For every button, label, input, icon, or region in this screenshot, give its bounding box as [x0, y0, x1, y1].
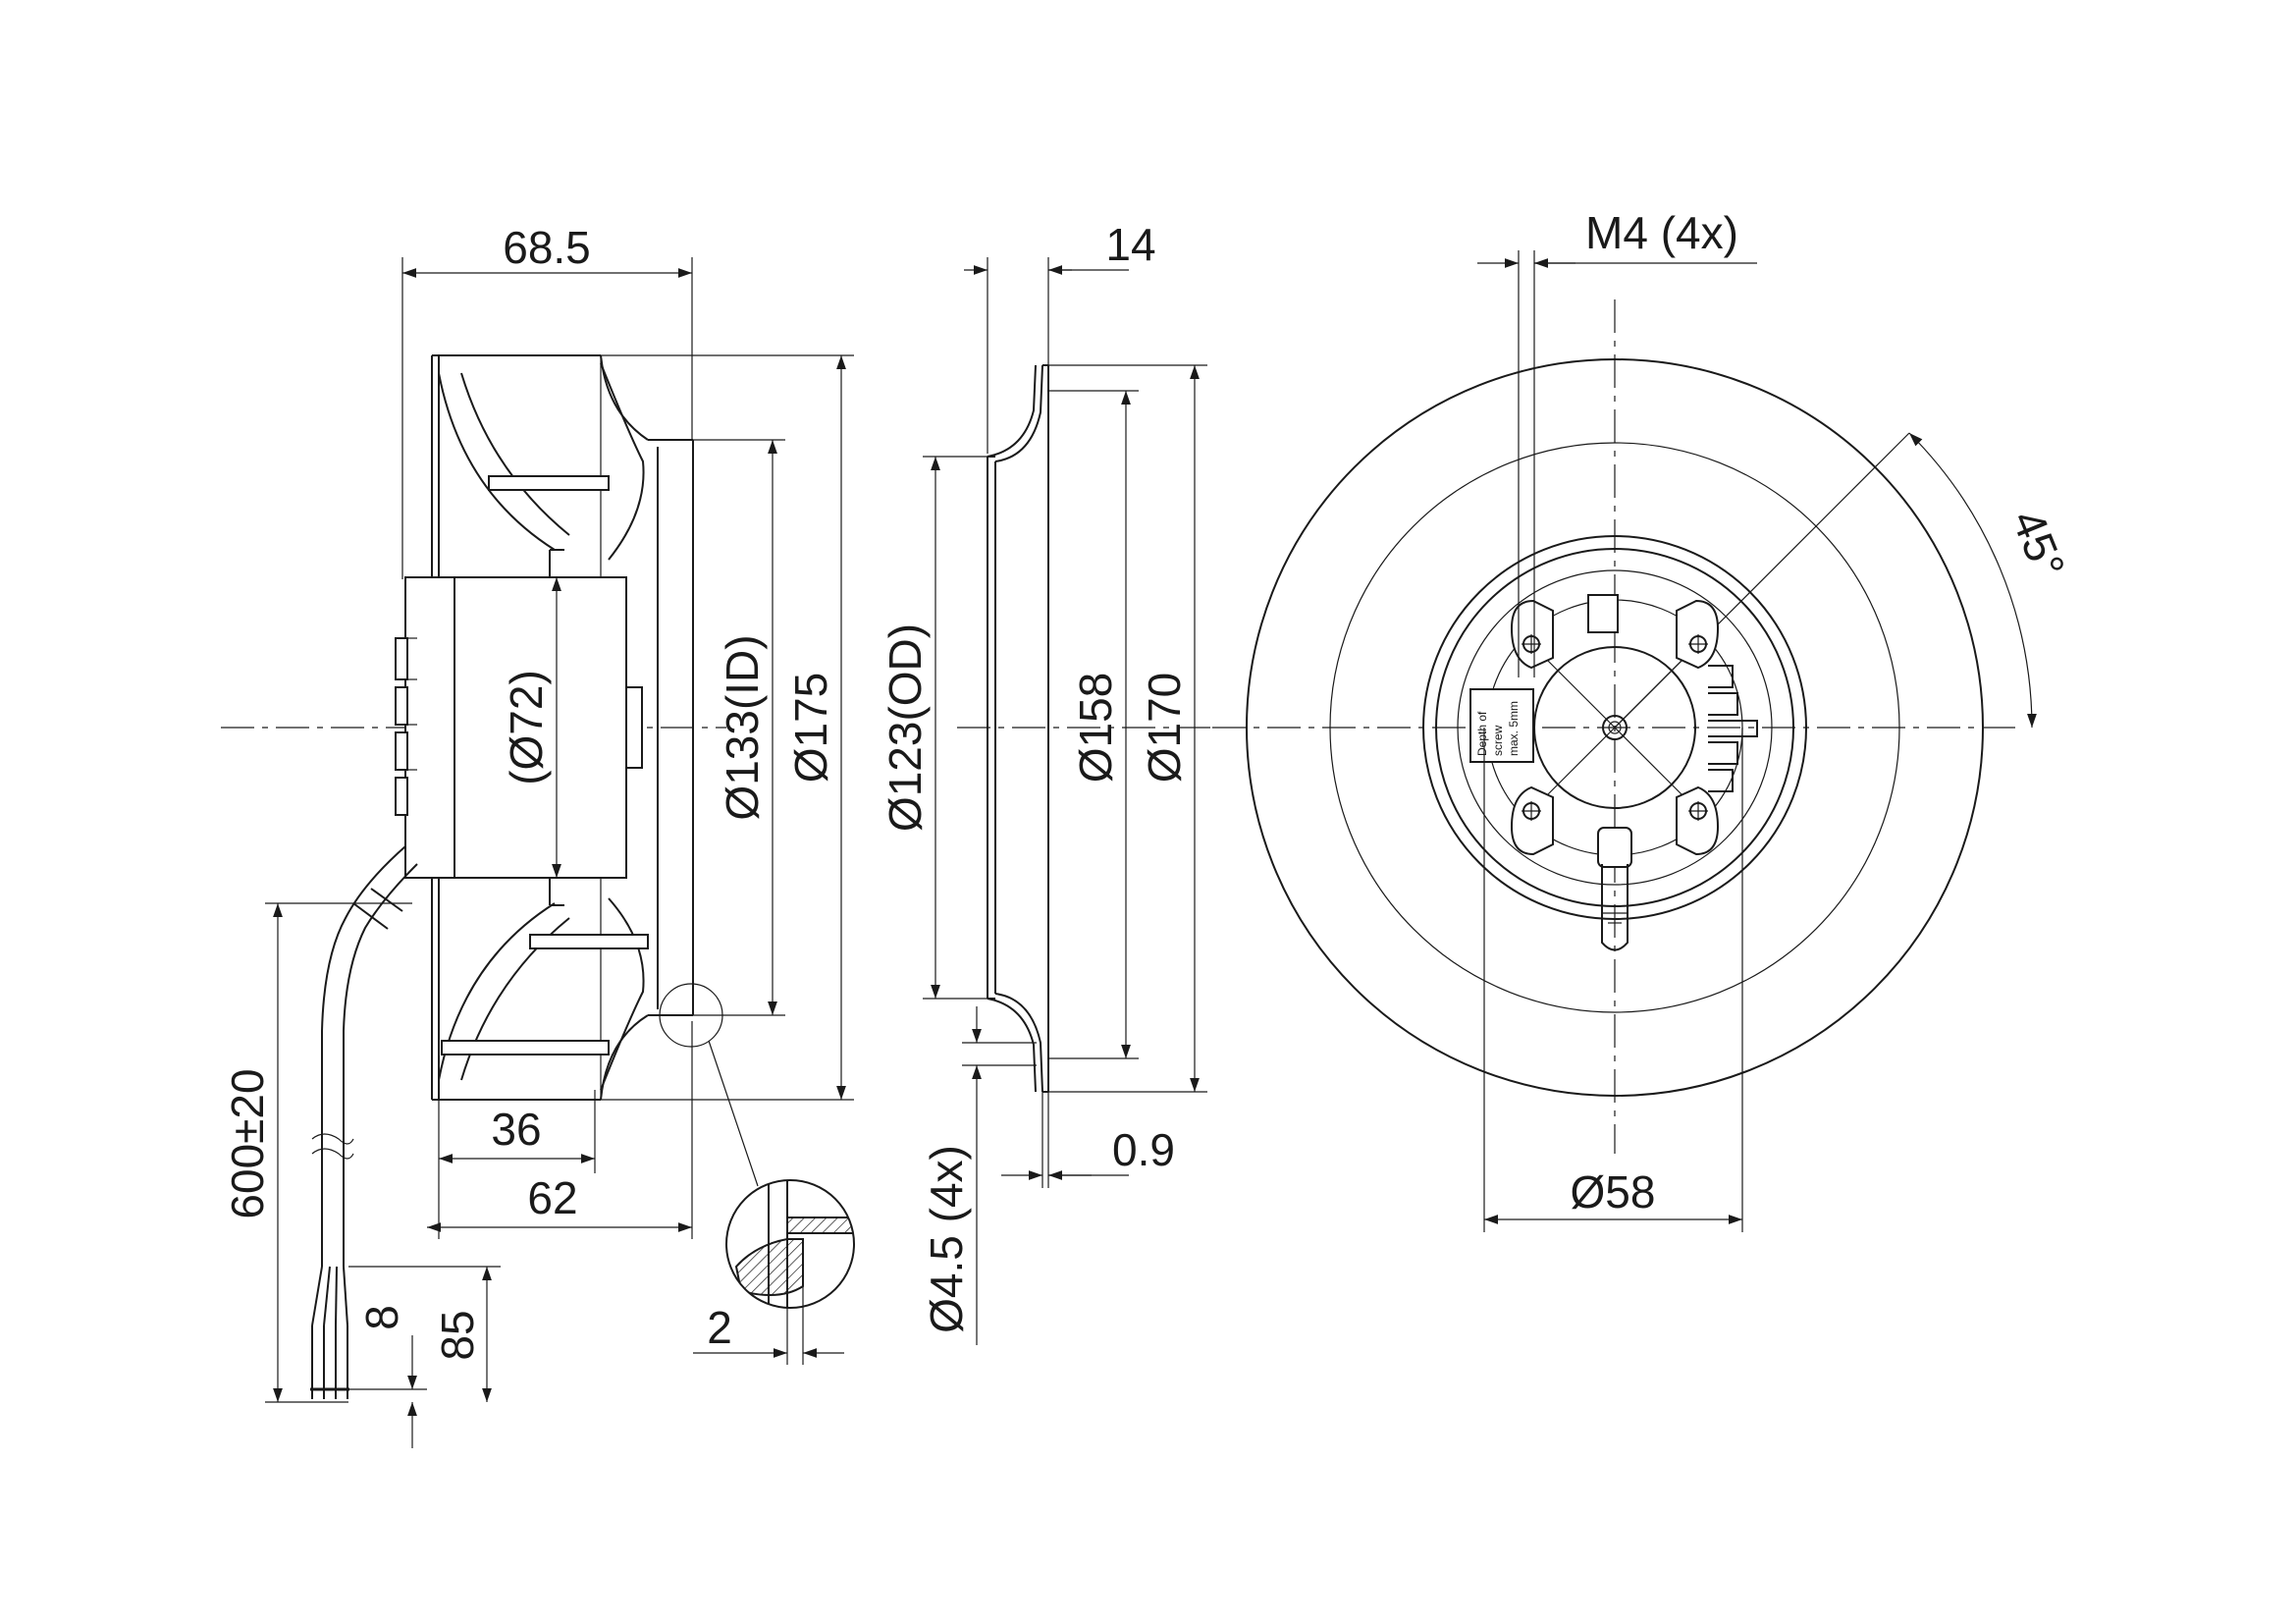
dim-14-label: 14 [1105, 219, 1155, 270]
dim-od-label: Ø123(OD) [880, 623, 931, 832]
front-dimensions [1477, 250, 2037, 1232]
cable-gland [1597, 827, 1632, 951]
bolt-hole-bl [1522, 801, 1541, 821]
dim-cable-label: 600±20 [222, 1068, 273, 1218]
dim-58-label: Ø58 [1571, 1166, 1656, 1217]
svg-text:screw: screw [1491, 725, 1505, 756]
dim-width-label: 68.5 [503, 222, 591, 273]
dim-62-label: 62 [527, 1172, 577, 1223]
impeller-blades [438, 362, 649, 1091]
side-view: 68.5 (Ø72) Ø133(ID) Ø175 36 62 600±20 8 … [221, 222, 855, 1448]
cooling-fins [1708, 665, 1758, 792]
bolt-pattern [1510, 432, 1910, 856]
dim-85-label: 85 [432, 1310, 483, 1360]
dim-angle-label: 45° [2002, 503, 2075, 585]
side-dimensions [265, 257, 854, 1448]
bolt-hole-tr [1688, 634, 1708, 654]
front-view: Depth of screw max. 5mm M4 (4x) 45° Ø58 [1212, 207, 2075, 1232]
dim-outer-label: Ø175 [785, 673, 836, 784]
dim-36-label: 36 [491, 1104, 541, 1155]
cable [310, 845, 418, 1399]
ring-view: 14 Ø123(OD) Ø158 Ø170 Ø4.5 (4x) 0.9 [880, 219, 1212, 1345]
top-tab [1587, 594, 1619, 633]
label-plate: Depth of screw max. 5mm [1469, 688, 1534, 763]
dim-motor-label: (Ø72) [501, 670, 552, 785]
bolt-hole-br [1688, 801, 1708, 821]
detail-view [725, 1179, 855, 1309]
inlet-ring-profile [987, 364, 1049, 1093]
dim-hole-label: Ø4.5 (4x) [921, 1145, 972, 1333]
motor-body [395, 549, 643, 906]
dim-170-label: Ø170 [1139, 673, 1190, 784]
fan-rings [1246, 358, 1984, 1097]
ring-dimensions [923, 257, 1207, 1345]
dim-09-label: 0.9 [1112, 1124, 1175, 1175]
svg-text:max. 5mm: max. 5mm [1507, 701, 1521, 756]
dim-2-label: 2 [707, 1302, 732, 1353]
dim-158-label: Ø158 [1070, 673, 1121, 784]
svg-text:Depth of: Depth of [1475, 711, 1489, 756]
bolt-hole-tl [1522, 634, 1541, 654]
dim-8-label: 8 [356, 1305, 407, 1330]
dim-inlet-id-label: Ø133(ID) [717, 634, 768, 820]
dim-thread-label: M4 (4x) [1585, 207, 1738, 258]
